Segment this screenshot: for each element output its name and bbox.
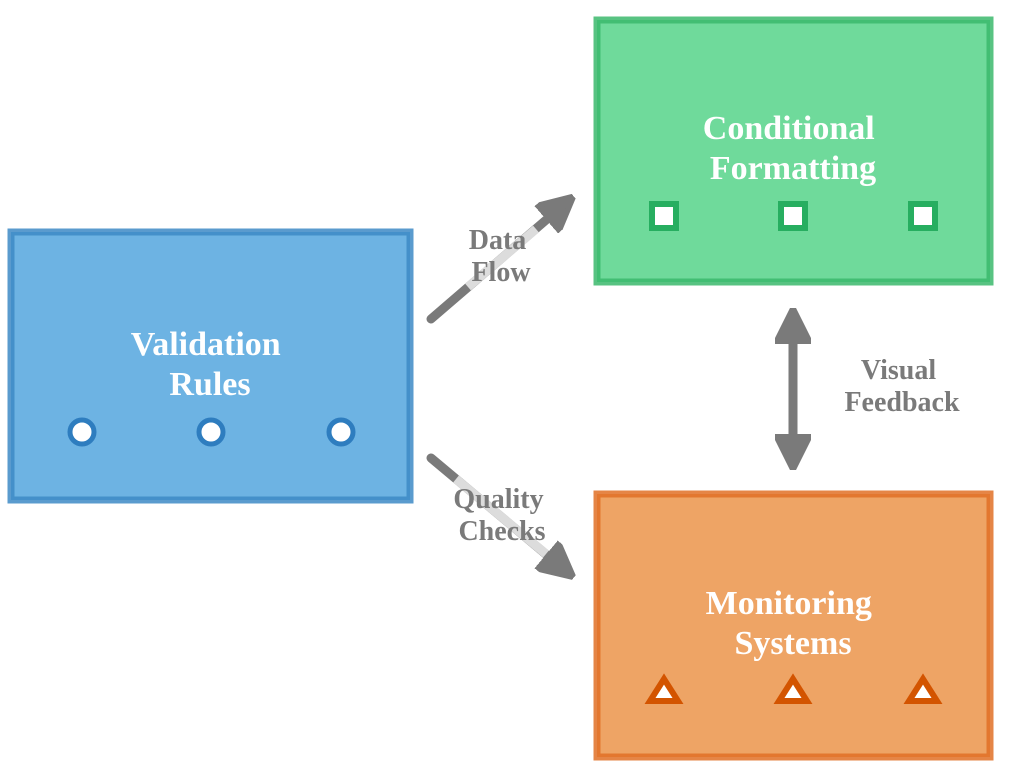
node-conditional-formatting[interactable]: Conditional Formatting [593, 16, 994, 286]
square-marker-icon [908, 201, 938, 231]
circle-marker-icon [67, 417, 97, 447]
node-monitoring-systems-title: Monitoring Systems [706, 585, 881, 662]
edge-data-flow: Data Flow [426, 208, 560, 324]
node-validation-rules-box [7, 228, 414, 504]
node-conditional-formatting-box [593, 16, 994, 286]
arrow-data-flow-highlight [465, 225, 539, 291]
edge-label-data-flow: Data Flow [469, 225, 534, 288]
triangle-marker-icon [644, 673, 684, 704]
circle-marker-icon [196, 417, 226, 447]
node-validation-rules-title: Validation Rules [131, 326, 289, 403]
node-monitoring-systems-box [593, 490, 994, 761]
arrow-quality-checks-highlight [453, 475, 549, 558]
node-conditional-formatting-title: Conditional Formatting [703, 110, 883, 187]
node-validation-rules[interactable]: Validation Rules [7, 228, 414, 504]
edge-quality-checks: Quality Checks [426, 453, 560, 566]
square-marker-icon [778, 201, 808, 231]
circle-marker-icon [326, 417, 356, 447]
triangle-marker-icon [903, 673, 943, 704]
edge-visual-feedback: Visual Feedback [793, 326, 960, 452]
edge-label-visual-feedback: Visual Feedback [844, 355, 960, 418]
node-monitoring-systems[interactable]: Monitoring Systems [593, 490, 994, 761]
square-marker-icon [649, 201, 679, 231]
edge-label-quality-checks: Quality Checks [453, 484, 550, 547]
triangle-marker-icon [773, 673, 813, 704]
